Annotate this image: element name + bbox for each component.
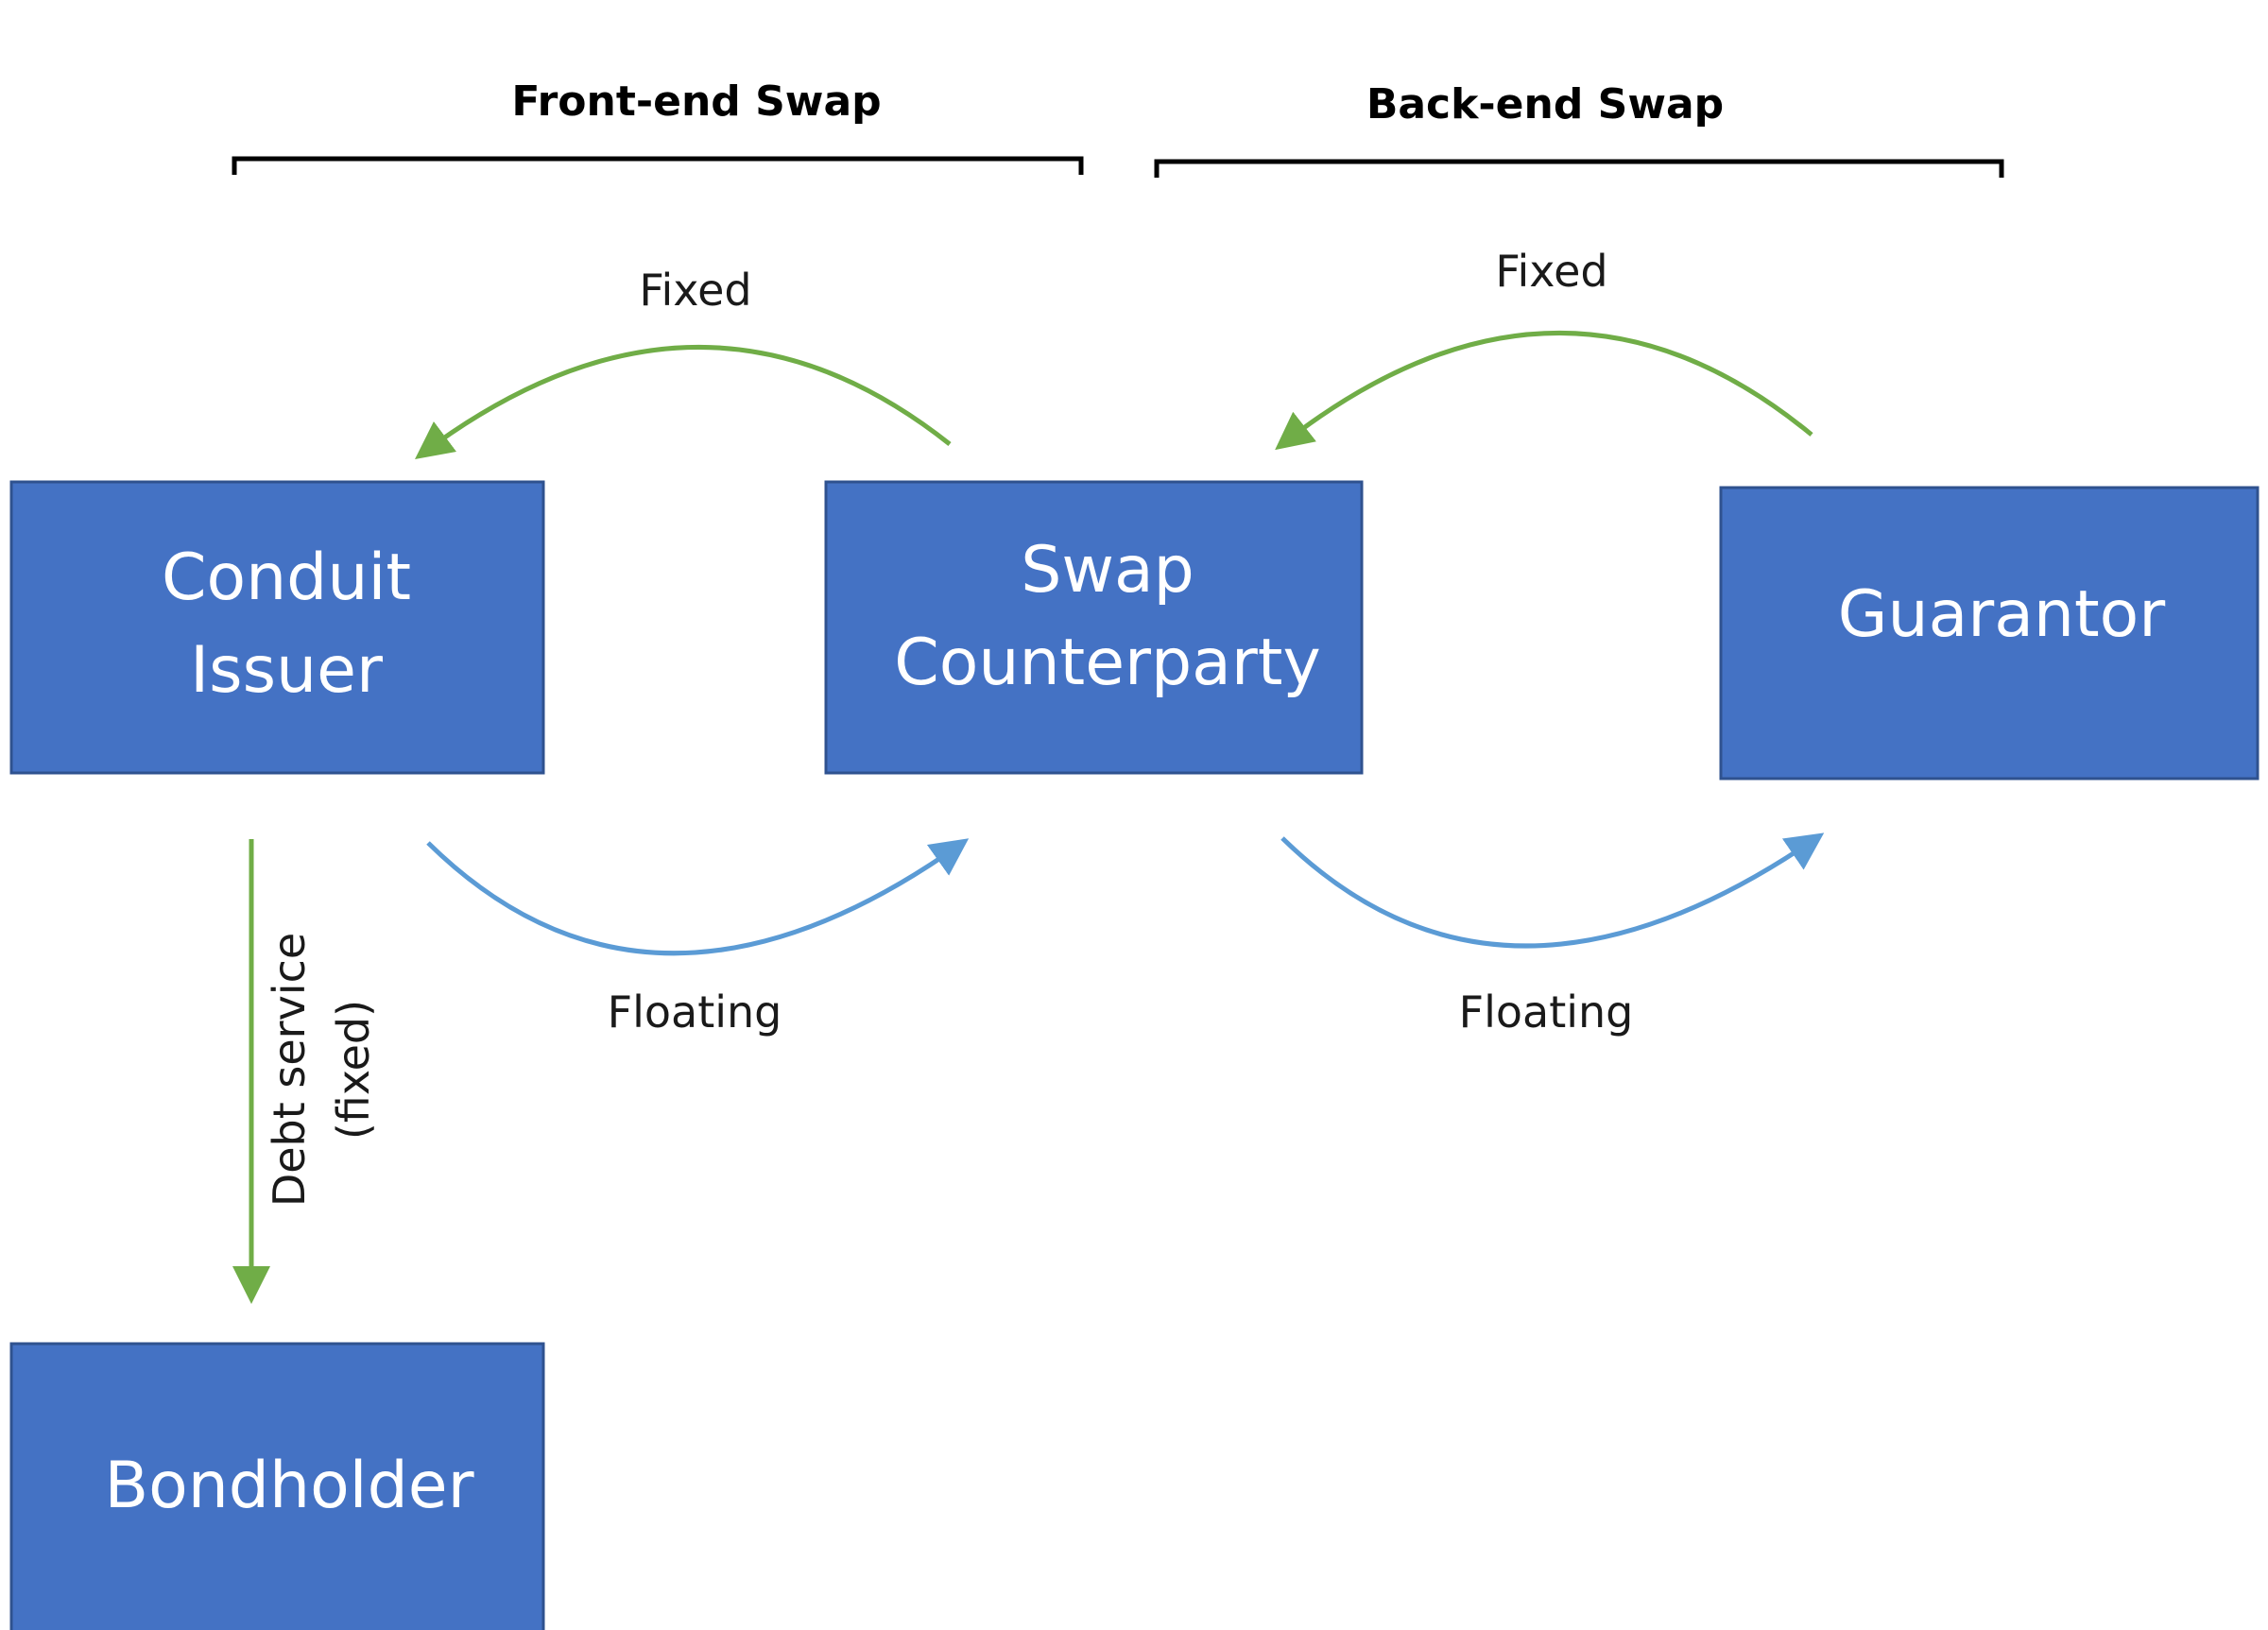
swap-counterparty-label-line1: Swap	[1021, 533, 1194, 608]
conduit-issuer-box: Conduit Issuer	[9, 480, 545, 775]
debt-service-label-line2: (fixed)	[328, 1000, 379, 1140]
back-fixed-arrow	[1275, 331, 1813, 451]
front-fixed-label: Fixed	[639, 265, 751, 316]
swap-counterparty-box: Swap Counterparty	[824, 480, 1364, 775]
swap-counterparty-label-line2: Counterparty	[894, 626, 1320, 700]
guarantor-box: Guarantor	[1719, 486, 2259, 781]
debt-service-label-line1: Debt service	[264, 933, 315, 1207]
guarantor-label: Guarantor	[1838, 577, 2165, 652]
back-end-swap-label: Back-end Swap	[1366, 80, 1724, 129]
back-floating-label: Floating	[1459, 987, 1634, 1038]
front-end-swap-label: Front-end Swap	[511, 77, 881, 126]
front-fixed-arrow	[415, 345, 952, 460]
front-floating-arrow	[426, 838, 970, 956]
debt-service-label: Debt service (fixed)	[264, 933, 379, 1207]
conduit-issuer-label-line1: Conduit	[162, 540, 411, 615]
back-fixed-label: Fixed	[1495, 246, 1607, 297]
bondholder-label: Bondholder	[104, 1449, 473, 1523]
front-end-swap-bracket	[232, 156, 1084, 175]
back-floating-arrow	[1280, 832, 1825, 949]
conduit-issuer-label-line2: Issuer	[190, 633, 383, 708]
bondholder-box: Bondholder	[9, 1342, 545, 1630]
front-floating-label: Floating	[608, 987, 782, 1038]
back-end-swap-bracket	[1154, 159, 2004, 178]
